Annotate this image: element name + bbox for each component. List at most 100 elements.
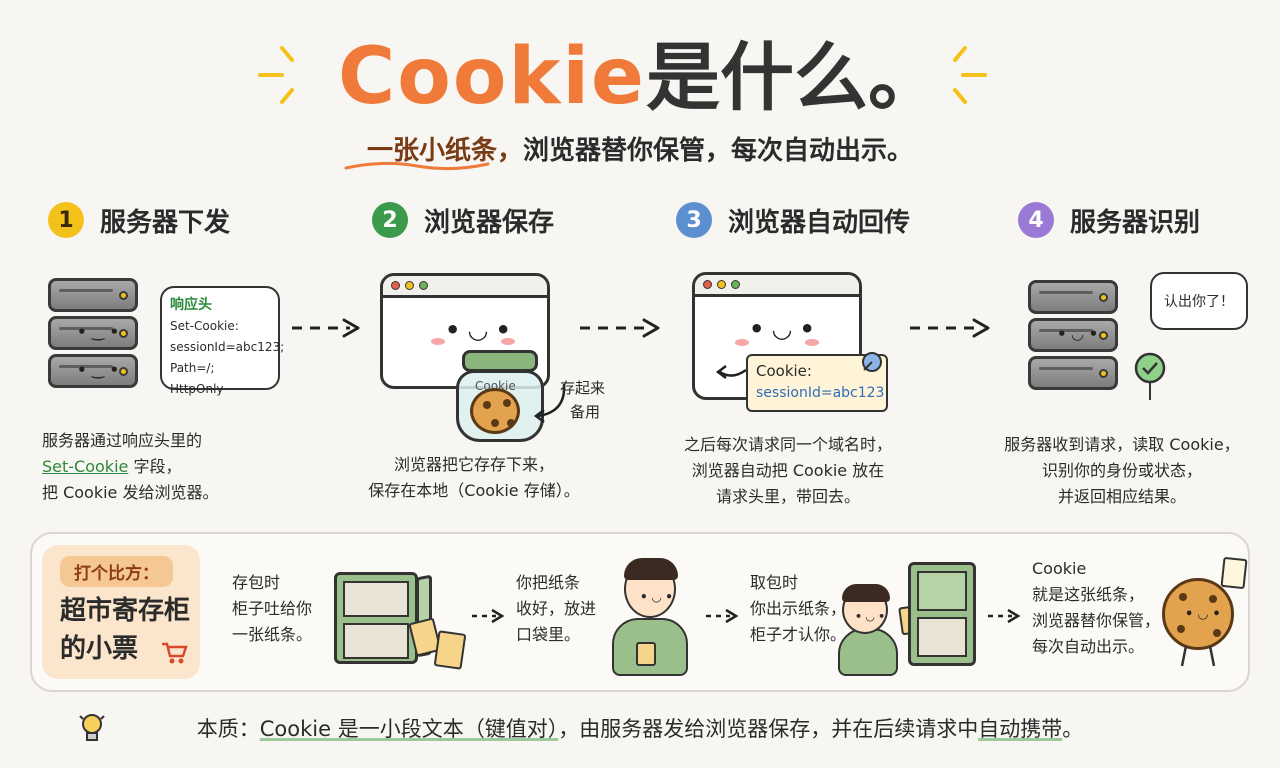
step-1-caption-line-3: 把 Cookie 发给浏览器。 xyxy=(42,483,219,502)
step-2-header: 2 浏览器保存 xyxy=(372,198,554,242)
step-1-caption-line-1: 服务器通过响应头里的 xyxy=(42,431,203,450)
server-icon: • ◡ • xyxy=(1028,280,1118,394)
kid-icon: • ◡ • xyxy=(624,558,678,618)
arrow-right-icon xyxy=(988,608,1021,624)
cookie-mascot-legs xyxy=(1180,646,1216,667)
analogy-1-line-2: 柜子吐给你 xyxy=(232,599,313,618)
jar-lid xyxy=(462,350,538,372)
step-4-title: 服务器识别 xyxy=(1070,207,1201,238)
cookie-icon xyxy=(470,388,520,434)
step-3-caption: 之后每次请求同一个域名时， 浏览器自动把 Cookie 放在 请求头里，带回去。 xyxy=(668,432,908,510)
step-1-number: 1 xyxy=(48,202,84,238)
response-header-title: 响应头 xyxy=(170,297,212,313)
step-4-number: 4 xyxy=(1018,202,1054,238)
cookie-mascot-icon: • ◡ • xyxy=(1162,578,1234,650)
analogy-1-line-3: 一张纸条。 xyxy=(232,625,313,644)
step-2-number: 2 xyxy=(372,202,408,238)
arrow-right-icon xyxy=(292,318,360,338)
pin-icon xyxy=(862,352,882,372)
analogy-title-line-1: 超市寄存柜 xyxy=(60,596,191,626)
analogy-4-line-1: Cookie xyxy=(1032,559,1087,578)
store-note-line-1: 存起来 xyxy=(560,379,606,397)
arrow-right-icon xyxy=(706,608,739,624)
curved-arrow-icon xyxy=(533,383,566,423)
set-cookie-line: Set-Cookie: xyxy=(170,319,239,333)
step-1-header: 1 服务器下发 xyxy=(48,198,230,242)
analogy-3-line-3: 柜子才认你。 xyxy=(750,625,847,644)
analogy-2-line-2: 收好，放进 xyxy=(516,599,597,618)
ticket-icon xyxy=(433,630,467,670)
step-2-title: 浏览器保存 xyxy=(424,207,555,238)
essence-end: 。 xyxy=(1062,717,1084,741)
cookie-tag-value: sessionId=abc123 xyxy=(756,385,885,401)
analogy-4-line-2: 就是这张纸条， xyxy=(1032,585,1145,604)
path-line: Path=/; HttpOnly xyxy=(170,361,224,396)
essence-prefix: 本质： xyxy=(196,717,260,741)
analogy-panel-4-text: Cookie 就是这张纸条， 浏览器替你保管， 每次自动出示。 xyxy=(1032,556,1160,660)
cart-icon xyxy=(162,642,188,664)
step-2-caption-line-2: 保存在本地（Cookie 存储）。 xyxy=(368,481,580,500)
step-3-caption-line-2: 浏览器自动把 Cookie 放在 xyxy=(691,461,885,480)
analogy-4-line-4: 每次自动出示。 xyxy=(1032,637,1145,656)
arrow-right-icon xyxy=(472,608,505,624)
step-2-caption-line-1: 浏览器把它存存下来， xyxy=(393,455,554,474)
analogy-tag: 打个比方： xyxy=(60,556,173,587)
step-1-title: 服务器下发 xyxy=(100,207,231,238)
step-2-caption: 浏览器把它存存下来， 保存在本地（Cookie 存储）。 xyxy=(345,452,603,504)
analogy-2-line-3: 口袋里。 xyxy=(516,625,581,644)
locker-icon xyxy=(908,562,976,666)
step-4-caption: 服务器收到请求，读取 Cookie， 识别你的身份或状态， 并返回相应结果。 xyxy=(990,432,1254,510)
essence-summary: 本质：Cookie 是一小段文本（键值对），由服务器发给浏览器保存，并在后续请求… xyxy=(0,713,1280,743)
essence-middle: ，由服务器发给浏览器保存，并在后续请求中 xyxy=(558,717,979,741)
step-4-caption-line-1: 服务器收到请求，读取 Cookie， xyxy=(1004,435,1240,454)
response-header-bubble: 响应头 Set-Cookie: sessionId=abc123; Path=/… xyxy=(160,286,285,396)
server-icon: • ‿ • • ‿ • xyxy=(48,278,138,392)
arrow-right-icon xyxy=(910,318,990,338)
analogy-2-line-1: 你把纸条 xyxy=(516,573,581,592)
analogy-4-line-3: 浏览器替你保管， xyxy=(1032,611,1161,630)
check-circle-icon xyxy=(1134,352,1166,400)
kid-icon: • ◡ • xyxy=(842,584,890,634)
store-note-line-2: 备用 xyxy=(570,403,601,421)
analogy-title: 超市寄存柜 的小票 xyxy=(60,592,190,668)
page-title: Cookie是什么。 xyxy=(0,18,1280,122)
subtitle-highlight: 一张小纸条， xyxy=(366,136,523,166)
arrow-right-icon xyxy=(580,318,660,338)
step-4-caption-line-3: 并返回相应结果。 xyxy=(1057,487,1186,506)
step-1-caption: 服务器通过响应头里的 Set-Cookie 字段， 把 Cookie 发给浏览器… xyxy=(42,428,282,506)
step-4-header: 4 服务器识别 xyxy=(1018,198,1200,242)
subtitle-rest: 浏览器替你保管，每次自动出示。 xyxy=(523,136,914,166)
session-id-line: sessionId=abc123; xyxy=(170,340,285,354)
kid-body xyxy=(838,628,898,676)
essence-auto-carry: 自动携带 xyxy=(978,717,1063,741)
subtitle-underline xyxy=(344,161,490,171)
title-rest: 是什么。 xyxy=(645,35,942,121)
set-cookie-highlight: Set-Cookie xyxy=(42,457,129,476)
analogy-panel-2-text: 你把纸条 收好，放进 口袋里。 xyxy=(516,570,596,648)
curved-arrow-icon xyxy=(715,365,747,379)
step-3-header: 3 浏览器自动回传 xyxy=(676,198,910,242)
analogy-1-line-1: 存包时 xyxy=(232,573,281,592)
step-3-caption-line-1: 之后每次请求同一个域名时， xyxy=(683,435,892,454)
sparkle-left-icon xyxy=(258,46,294,104)
lightbulb-icon xyxy=(79,714,105,741)
store-note: 存起来 备用 xyxy=(560,376,605,424)
recognized-bubble: 认出你了！ xyxy=(1150,272,1248,330)
analogy-3-line-2: 你出示纸条， xyxy=(750,599,847,618)
analogy-title-line-2: 的小票 xyxy=(60,634,139,664)
locker-icon xyxy=(334,572,418,664)
ticket-icon xyxy=(636,642,656,666)
analogy-panel-1-text: 存包时 柜子吐给你 一张纸条。 xyxy=(232,570,312,648)
analogy-3-line-1: 取包时 xyxy=(750,573,799,592)
step-1-caption-line-2-text: 字段， xyxy=(133,457,182,476)
step-1-caption-line-2: Set-Cookie 字段， xyxy=(42,454,282,480)
step-3-number: 3 xyxy=(676,202,712,238)
step-3-title: 浏览器自动回传 xyxy=(728,207,911,238)
title-highlight: Cookie xyxy=(338,32,646,122)
sparkle-right-icon xyxy=(953,46,987,104)
essence-key-phrase: Cookie 是一小段文本（键值对） xyxy=(259,717,559,741)
step-3-caption-line-3: 请求头里，带回去。 xyxy=(715,487,860,506)
analogy-panel-3-text: 取包时 你出示纸条， 柜子才认你。 xyxy=(750,570,846,648)
step-4-caption-line-2: 识别你的身份或状态， xyxy=(1041,461,1202,480)
cookie-tag-label: Cookie: xyxy=(756,362,812,380)
